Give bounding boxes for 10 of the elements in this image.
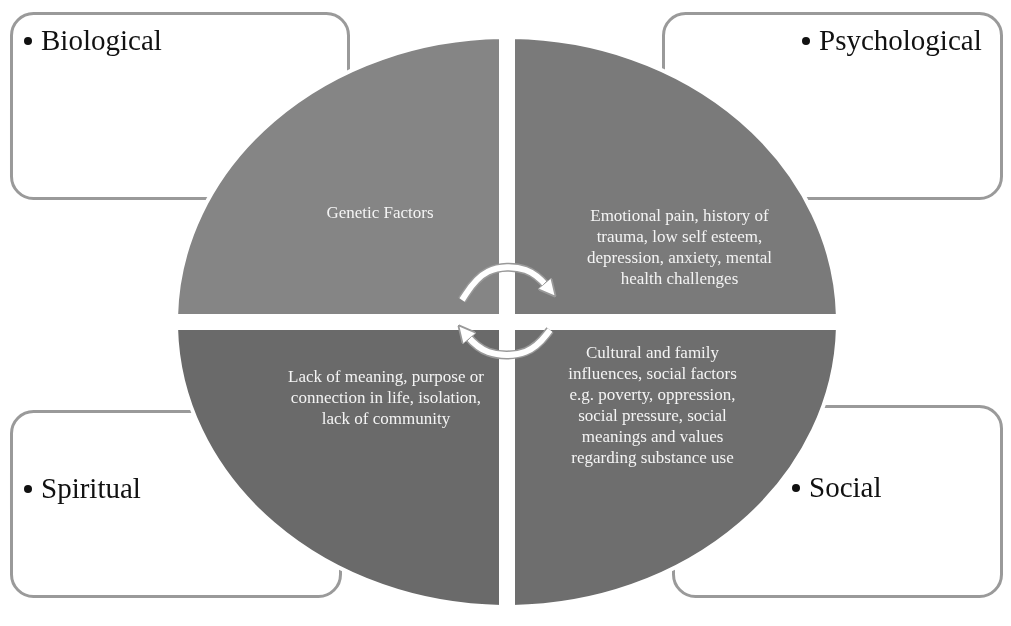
quadrant-text: Cultural and family influences, social factors e.g. poverty, oppression, social pressure, social meanings and values regarding substance use (567, 342, 738, 468)
curved-arrow (457, 324, 554, 360)
category-label: Psychological (819, 24, 982, 57)
category-label: Social (809, 471, 882, 504)
category-label: Biological (41, 24, 162, 57)
quadrant-text: Emotional pain, history of trauma, low self esteem, depression, anxiety, mental health challenges (586, 205, 773, 289)
curved-arrow (458, 262, 557, 303)
quadrant-text: Lack of meaning, purpose or connection in life, isolation, lack of community (287, 366, 485, 429)
category-label: Spiritual (41, 472, 141, 505)
quadrant-text: Genetic Factors (325, 202, 435, 223)
